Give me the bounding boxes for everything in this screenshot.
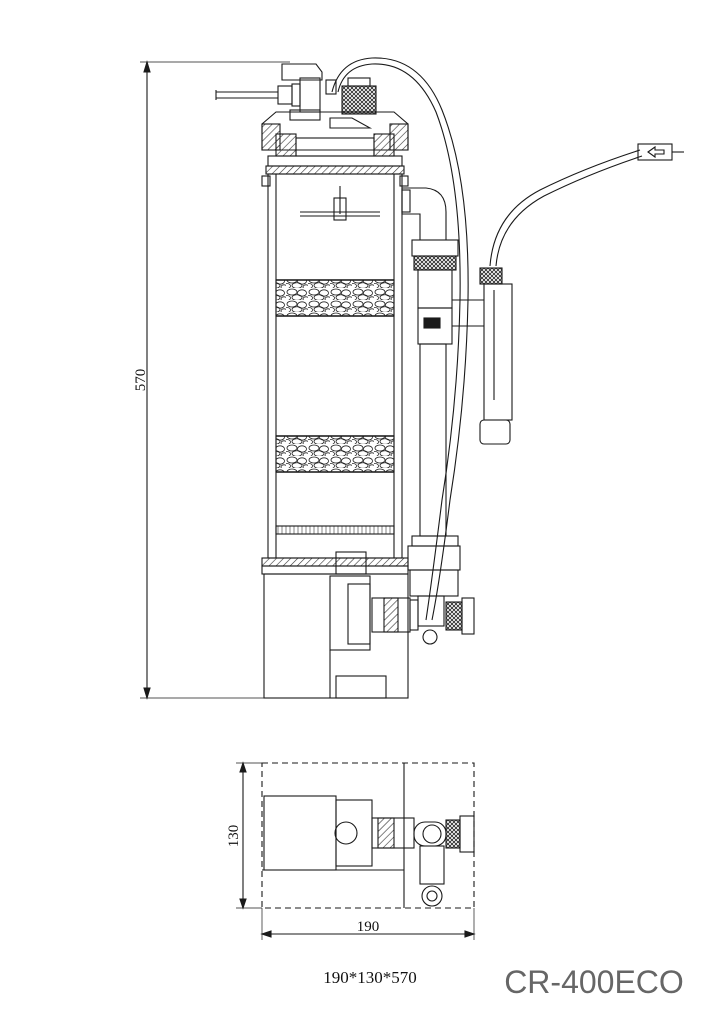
- check-valve: [637, 143, 684, 161]
- media-layer-lower: [275, 435, 395, 473]
- media-layer-upper: [275, 279, 395, 317]
- top-view-outline: [261, 762, 475, 909]
- air-tube-right: [489, 149, 643, 267]
- pump-housing: [263, 573, 409, 699]
- knurled-nut: [325, 77, 377, 129]
- height-dimension-line: [140, 60, 290, 700]
- front-view: 570: [133, 57, 684, 700]
- width-dimension-line: [260, 908, 476, 940]
- base-plate: [261, 551, 409, 575]
- support-grid: [275, 525, 395, 535]
- return-tube: [407, 239, 461, 645]
- top-view-outlet-fitting: [371, 815, 475, 853]
- flow-arrow-icon: [647, 145, 665, 159]
- width-dimension-label: 190: [357, 919, 380, 935]
- outlet-fitting: [371, 597, 475, 635]
- top-view-tube: [419, 845, 445, 907]
- reactor-lid: [261, 111, 409, 175]
- top-view: 130 190: [226, 761, 476, 940]
- reactor-column: [261, 173, 409, 559]
- overall-dimensions-caption: 190*130*570: [323, 968, 417, 987]
- height-dimension-label: 570: [133, 369, 149, 392]
- air-tube-top: [331, 57, 469, 621]
- flow-meter: [452, 267, 513, 445]
- model-name: CR-400ECO: [504, 964, 684, 1000]
- side-elbow: [401, 187, 447, 241]
- pump-motor: [263, 795, 373, 871]
- depth-dimension-line: [236, 761, 262, 910]
- depth-dimension-label: 130: [226, 825, 242, 848]
